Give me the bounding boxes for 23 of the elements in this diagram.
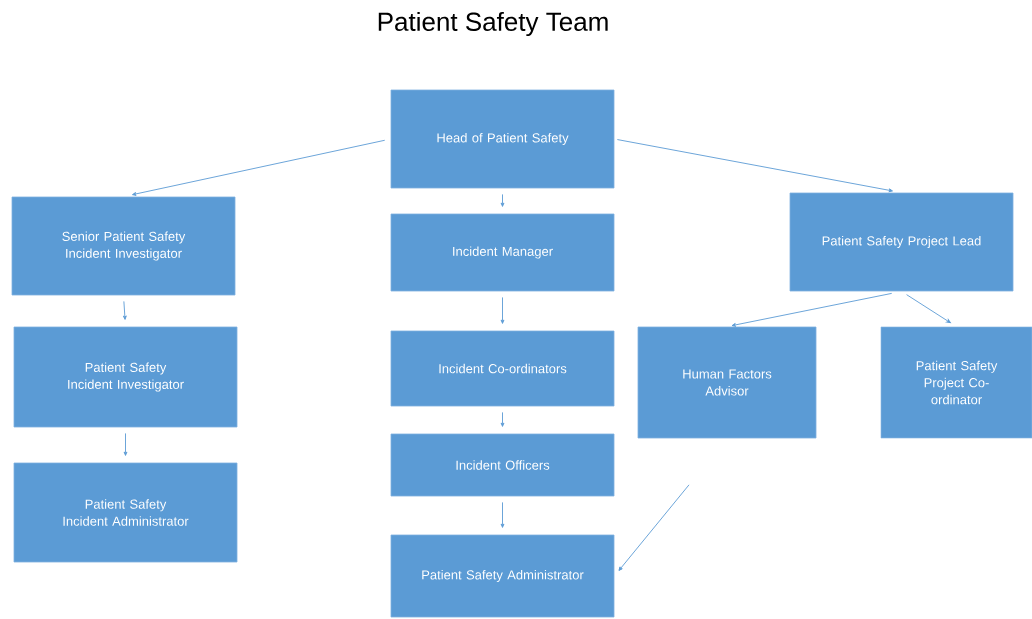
arrow bbox=[616, 139, 893, 193]
arrow bbox=[618, 484, 690, 571]
arrow bbox=[500, 501, 505, 528]
arrow bbox=[906, 294, 951, 324]
arrow bbox=[132, 139, 386, 196]
arrow bbox=[500, 411, 505, 427]
arrow bbox=[122, 300, 127, 320]
arrow bbox=[731, 292, 893, 327]
role-box: Human Factors Advisor bbox=[637, 326, 817, 439]
role-box: Patient Safety Project Lead bbox=[789, 192, 1014, 292]
role-box: Patient Safety Incident Investigator bbox=[13, 326, 238, 428]
role-box: Patient Safety Incident Administrator bbox=[13, 462, 238, 563]
arrow bbox=[500, 296, 505, 324]
role-box: Patient Safety Administrator bbox=[390, 534, 615, 618]
role-box: Patient Safety Project Co-ordinator bbox=[880, 326, 1032, 439]
role-box: Incident Officers bbox=[390, 433, 615, 497]
role-box: Incident Manager bbox=[390, 213, 615, 292]
arrow bbox=[500, 193, 505, 207]
arrow bbox=[123, 432, 128, 456]
title: Patient Safety Team bbox=[378, 11, 608, 37]
role-box: Head of Patient Safety bbox=[390, 89, 615, 189]
role-box: Senior Patient Safety Incident Investigator bbox=[11, 196, 236, 296]
role-box: Incident Co-ordinators bbox=[390, 330, 615, 407]
